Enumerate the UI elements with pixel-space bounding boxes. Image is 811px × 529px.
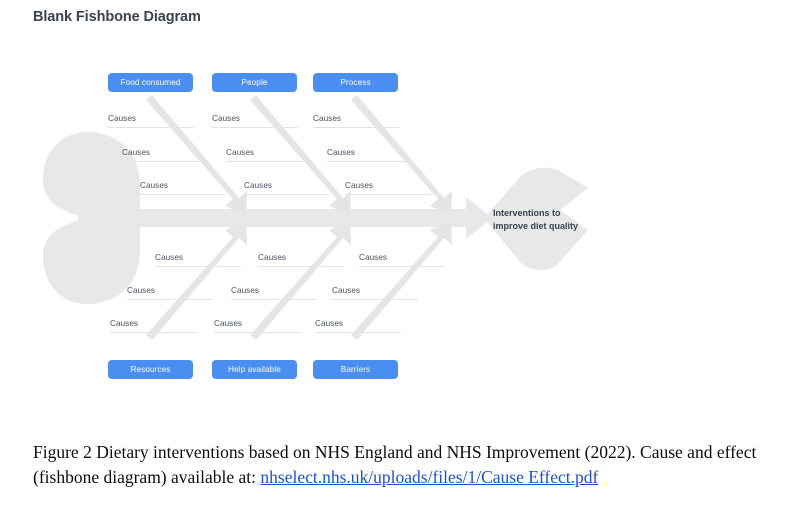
effect-label: Interventions to improve diet quality — [493, 208, 579, 231]
cause-label[interactable]: Causes — [122, 148, 151, 157]
cause-rule — [359, 266, 445, 267]
category-box-food-consumed[interactable]: Food consumed — [108, 73, 193, 92]
cause-label[interactable]: Causes — [226, 148, 255, 157]
cause-rule — [258, 266, 344, 267]
cause-rule — [231, 299, 317, 300]
category-label: People — [241, 78, 268, 87]
fishbone-diagram: Food consumed People Process Resources H… — [0, 40, 811, 410]
category-label: Barriers — [340, 365, 371, 374]
cause-label[interactable]: Causes — [231, 286, 260, 295]
category-box-barriers[interactable]: Barriers — [313, 360, 398, 379]
cause-label[interactable]: Causes — [258, 253, 287, 262]
cause-label[interactable]: Causes — [140, 181, 169, 190]
bone-bottom-1 — [146, 221, 247, 340]
cause-label[interactable]: Causes — [313, 114, 342, 123]
bone-top-3 — [351, 95, 452, 215]
cause-label[interactable]: Causes — [327, 148, 356, 157]
cause-label[interactable]: Causes — [155, 253, 184, 262]
bone-top-1 — [146, 95, 247, 215]
caption-link[interactable]: nhselect.nhs.uk/uploads/files/1/Cause Ef… — [260, 467, 599, 487]
cause-rule — [214, 332, 300, 333]
category-box-process[interactable]: Process — [313, 73, 398, 92]
bone-bottom-3 — [351, 221, 452, 340]
category-label: Process — [340, 78, 371, 87]
cause-label[interactable]: Causes — [345, 181, 374, 190]
category-box-people[interactable]: People — [212, 73, 297, 92]
cause-rule — [313, 127, 399, 128]
cause-rule — [345, 194, 431, 195]
cause-label[interactable]: Causes — [214, 319, 243, 328]
fish-spine-arrow — [78, 197, 492, 239]
fish-head-shape — [484, 167, 588, 271]
cause-rule — [327, 161, 413, 162]
cause-label[interactable]: Causes — [108, 114, 137, 123]
bone-bottom-2 — [250, 221, 351, 340]
top-bones — [146, 95, 452, 215]
category-label: Help available — [228, 365, 281, 374]
cause-label[interactable]: Causes — [110, 319, 139, 328]
cause-label[interactable]: Causes — [127, 286, 156, 295]
fishbone-skeleton — [43, 95, 588, 340]
category-box-help-available[interactable]: Help available — [212, 360, 297, 379]
cause-rule — [155, 266, 241, 267]
cause-label[interactable]: Causes — [332, 286, 361, 295]
caption-text: Figure 2 Dietary interventions based on … — [33, 442, 757, 487]
cause-label[interactable]: Causes — [212, 114, 241, 123]
cause-rule — [226, 161, 312, 162]
cause-rule — [332, 299, 418, 300]
bone-top-2 — [250, 95, 351, 215]
cause-rule — [244, 194, 330, 195]
cause-rule — [140, 194, 226, 195]
cause-rule — [108, 127, 194, 128]
cause-rule — [315, 332, 401, 333]
category-box-resources[interactable]: Resources — [108, 360, 193, 379]
page-title: Blank Fishbone Diagram — [33, 9, 201, 25]
category-label: Food consumed — [120, 78, 181, 87]
cause-rule — [127, 299, 213, 300]
cause-label[interactable]: Causes — [244, 181, 273, 190]
cause-rule — [110, 332, 196, 333]
figure-caption: Figure 2 Dietary interventions based on … — [33, 440, 785, 490]
cause-label[interactable]: Causes — [359, 253, 388, 262]
category-label: Resources — [130, 365, 171, 374]
cause-rule — [212, 127, 298, 128]
bottom-bones — [146, 221, 452, 340]
cause-label[interactable]: Causes — [315, 319, 344, 328]
cause-rule — [122, 161, 208, 162]
